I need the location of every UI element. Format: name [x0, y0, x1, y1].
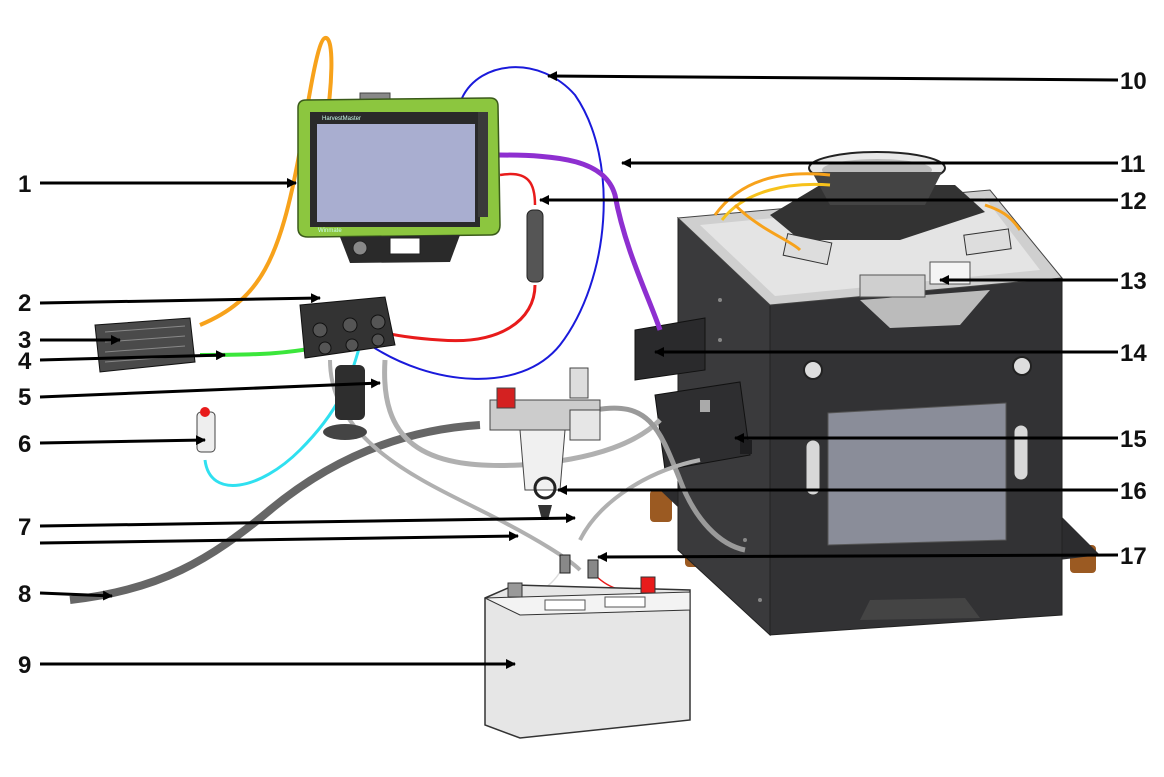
arrow-10 [547, 71, 1119, 82]
junction-box [299, 296, 396, 440]
callout-16: 16 [1120, 478, 1147, 505]
battery-connectors [559, 554, 599, 579]
blue-cable [369, 66, 605, 380]
tablet-brand-text: HarvestMaster [322, 116, 361, 122]
cables [69, 36, 746, 604]
arrow-4 [39, 350, 226, 362]
battery [484, 576, 691, 739]
tablet-model-text: Winmate [318, 228, 342, 234]
arrow-17 [597, 551, 1119, 562]
air-regulator [489, 367, 601, 520]
arrow-7b [39, 531, 519, 545]
arrow-6 [39, 435, 206, 446]
arrow-7a [39, 513, 576, 528]
red-cable [499, 172, 537, 206]
side-box-lower [654, 381, 751, 471]
callout-2: 2 [18, 290, 31, 317]
callout-4: 4 [18, 348, 32, 375]
arrow-2 [39, 293, 321, 305]
callout-labels: 1 2 3 4 5 6 7 8 9 10 11 12 13 14 15 16 1… [18, 68, 1147, 679]
callout-17: 17 [1120, 543, 1147, 570]
orange-cable [199, 36, 334, 327]
arrow-5 [39, 378, 381, 399]
callout-14: 14 [1120, 340, 1147, 367]
harvest-module [634, 151, 1100, 637]
tablet-screen [317, 124, 475, 222]
callout-7: 7 [18, 514, 31, 541]
callout-13: 13 [1120, 268, 1147, 295]
tablet: HarvestMaster Winmate [297, 92, 501, 263]
callout-15: 15 [1120, 426, 1147, 453]
module-window [827, 402, 1007, 546]
callout-3: 3 [18, 327, 31, 354]
callout-8: 8 [18, 581, 31, 608]
callout-11: 11 [1120, 151, 1145, 178]
callout-12: 12 [1120, 188, 1147, 215]
callout-6: 6 [18, 431, 31, 458]
callout-9: 9 [18, 652, 31, 679]
module-foot [650, 490, 672, 522]
callout-5: 5 [18, 384, 31, 411]
remote-button [196, 407, 216, 453]
inline-fuse [526, 209, 544, 283]
callout-arrows [39, 71, 1119, 669]
callout-10: 10 [1120, 68, 1147, 95]
callout-1: 1 [18, 171, 31, 198]
gps-receiver [94, 317, 196, 373]
arrow-8 [39, 590, 113, 601]
gray-hose [69, 421, 481, 604]
side-box-upper [634, 317, 706, 381]
purple-cable [497, 152, 663, 331]
